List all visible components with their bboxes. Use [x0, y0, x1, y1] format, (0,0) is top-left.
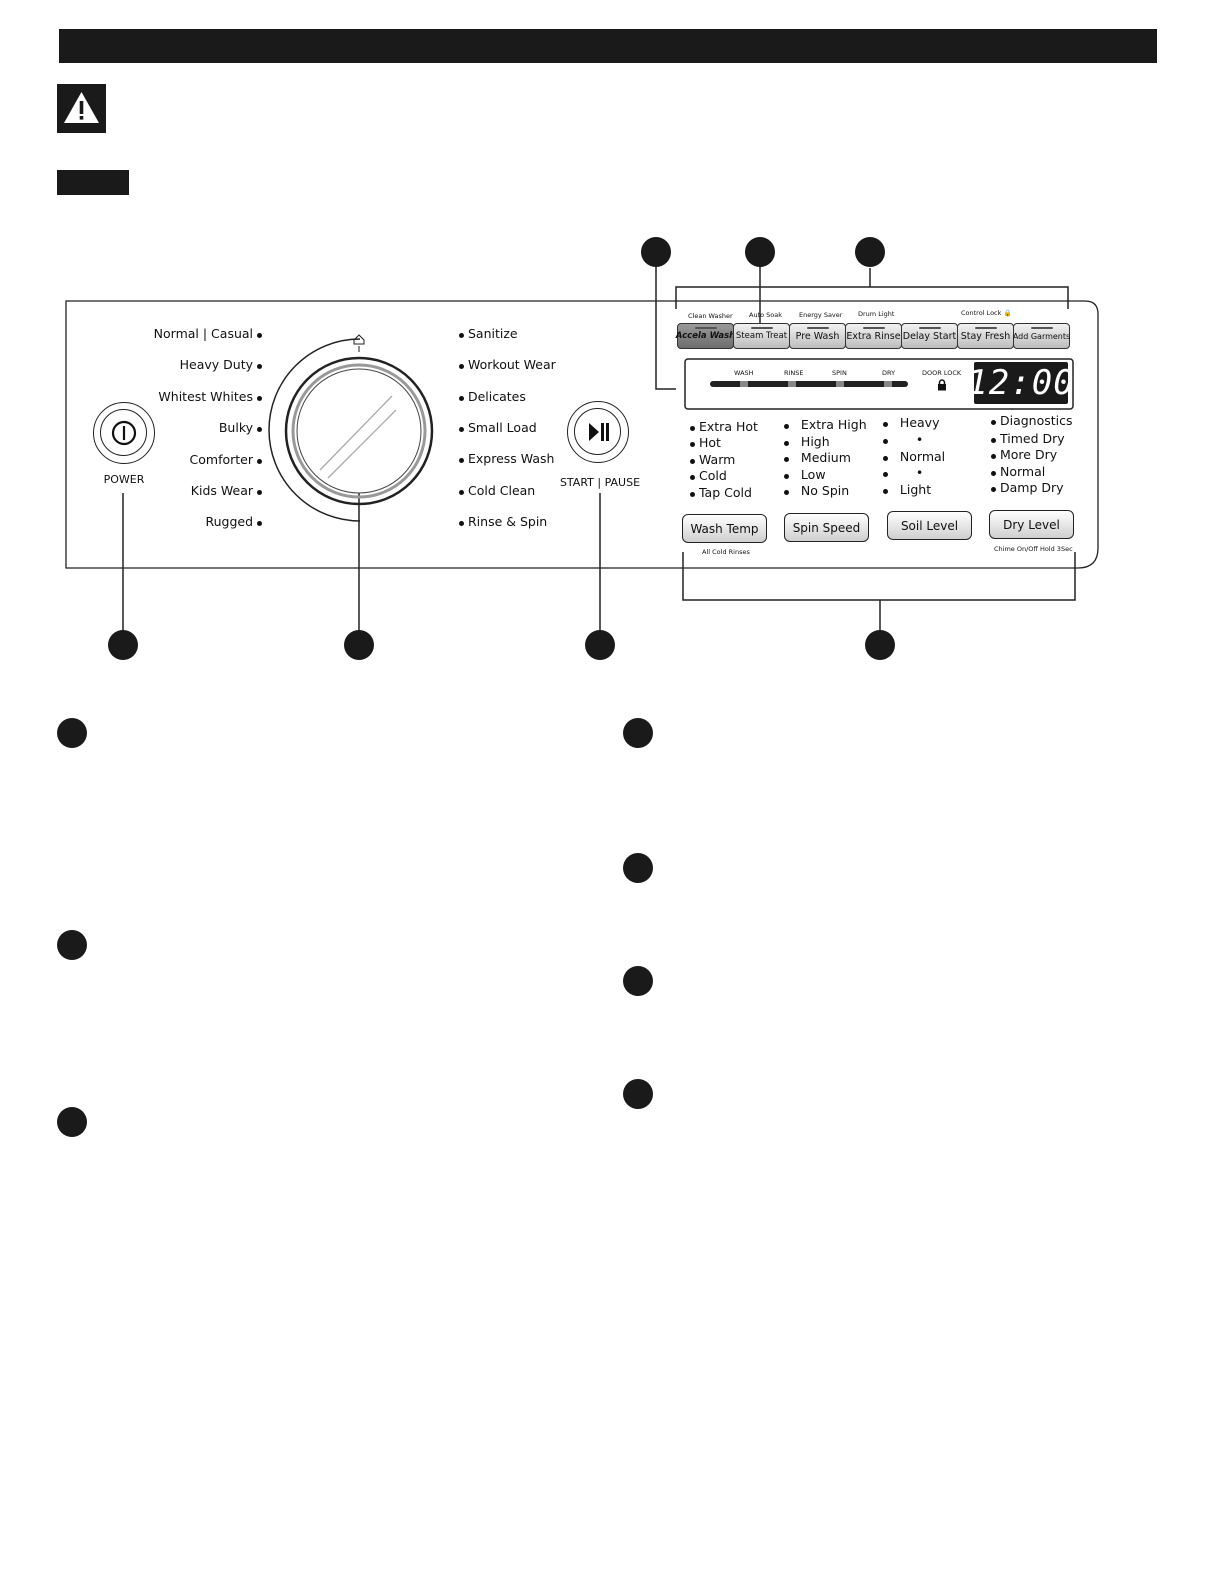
dry-level-button[interactable]: Dry Level: [989, 510, 1074, 539]
callout-circle: [344, 630, 374, 660]
play-pause-icon: [589, 423, 609, 441]
cycle-option[interactable]: Heavy Duty: [180, 358, 262, 372]
spin-speed-option: Extra High: [784, 418, 867, 432]
dry-level-option: Damp Dry: [991, 481, 1064, 495]
callout-circle: [855, 237, 885, 267]
callout-circle: [641, 237, 671, 267]
door-lock-label: DOOR LOCK: [922, 369, 962, 377]
note-tag: [57, 170, 129, 195]
door-lock-icon: [938, 379, 946, 391]
delay-start-button[interactable]: Delay Start: [901, 323, 958, 349]
cycle-option[interactable]: Kids Wear: [191, 484, 262, 498]
wash-temp-sublabel: All Cold Rinses: [702, 548, 750, 556]
callout-circle: [865, 630, 895, 660]
wash-temp-option: Tap Cold: [690, 486, 752, 500]
stage-progress-bar: [710, 381, 908, 387]
soil-level-button[interactable]: Soil Level: [887, 511, 972, 540]
spin-speed-button[interactable]: Spin Speed: [784, 513, 869, 542]
spin-speed-option: Low: [784, 468, 826, 482]
section-header-bar: [59, 29, 1157, 63]
stage-label-dry: DRY: [882, 369, 896, 377]
start-pause-inner: [574, 408, 621, 455]
callout-circle: [585, 630, 615, 660]
cycle-option[interactable]: Rinse & Spin: [459, 515, 547, 529]
soil-level-option: Normal: [883, 450, 945, 464]
callout-circle: [623, 853, 653, 883]
start-pause-label: START | PAUSE: [559, 476, 641, 489]
soil-level-option: •: [883, 433, 923, 447]
dry-level-option: Normal: [991, 465, 1045, 479]
cycle-option[interactable]: Normal | Casual: [154, 327, 262, 341]
pre-wash-button[interactable]: Pre Wash: [789, 323, 846, 349]
cycle-option[interactable]: Express Wash: [459, 452, 554, 466]
wash-temp-button[interactable]: Wash Temp: [682, 514, 767, 543]
callout-circle: [108, 630, 138, 660]
stage-marker: [884, 381, 892, 387]
soil-level-option: •: [883, 466, 923, 480]
spin-speed-option: Medium: [784, 451, 851, 465]
wash-temp-option: Warm: [690, 453, 735, 467]
dry-level-option: Diagnostics: [991, 414, 1073, 428]
callout-circle: [623, 1079, 653, 1109]
cycle-option[interactable]: Small Load: [459, 421, 537, 435]
steam-treat-button[interactable]: Steam Treat: [733, 323, 790, 349]
power-label: POWER: [103, 473, 145, 486]
dry-level-option: More Dry: [991, 448, 1057, 462]
cycle-option[interactable]: Delicates: [459, 390, 526, 404]
accela-wash-button[interactable]: Accela Wash: [676, 323, 735, 349]
cycle-option[interactable]: Cold Clean: [459, 484, 535, 498]
stage-marker: [740, 381, 748, 387]
option-sublabel: Energy Saver: [799, 311, 843, 319]
stage-label-spin: SPIN: [832, 369, 847, 377]
power-icon: [111, 420, 137, 446]
stay-fresh-button[interactable]: Stay Fresh: [957, 323, 1014, 349]
dry-level-sublabel: Chime On/Off Hold 3Sec: [994, 545, 1073, 553]
cycle-option[interactable]: Whitest Whites: [158, 390, 262, 404]
callout-circle: [57, 718, 87, 748]
wash-temp-option: Extra Hot: [690, 420, 758, 434]
cycle-option[interactable]: Comforter: [190, 453, 262, 467]
spin-speed-option: High: [784, 435, 830, 449]
cycle-selector-dial[interactable]: [268, 330, 453, 525]
start-pause-button[interactable]: [567, 401, 629, 463]
soil-level-option: Heavy: [883, 416, 939, 430]
cycle-option[interactable]: Rugged: [205, 515, 262, 529]
stage-label-rinse: RINSE: [784, 369, 804, 377]
time-display: 12:00: [967, 362, 1075, 404]
cycle-option[interactable]: Sanitize: [459, 327, 518, 341]
option-sublabel: Control Lock 🔒: [961, 309, 1012, 317]
option-sublabel: Clean Washer: [688, 312, 733, 320]
callout-circle: [623, 718, 653, 748]
option-sublabel: Drum Light: [858, 310, 895, 318]
soil-level-option: Light: [883, 483, 931, 497]
power-button-inner: [100, 409, 147, 456]
wash-temp-option: Cold: [690, 469, 727, 483]
callout-circle: [745, 237, 775, 267]
stage-marker: [788, 381, 796, 387]
cycle-option[interactable]: Workout Wear: [459, 358, 556, 372]
extra-rinse-button[interactable]: Extra Rinse: [845, 323, 902, 349]
power-button[interactable]: [93, 402, 155, 464]
option-sublabel: Auto Soak: [749, 311, 783, 319]
panel-outline: [65, 251, 1099, 632]
wash-temp-option: Hot: [690, 436, 721, 450]
warning-icon: [57, 84, 106, 133]
home-icon: [353, 334, 365, 345]
add-garments-button[interactable]: Add Garments: [1013, 323, 1070, 349]
cycle-option[interactable]: Bulky: [219, 421, 262, 435]
spin-speed-option: No Spin: [784, 484, 849, 498]
stage-label-wash: WASH: [734, 369, 754, 377]
callout-circle: [57, 930, 87, 960]
lock-icon: 🔒: [1003, 309, 1012, 317]
callout-circle: [623, 966, 653, 996]
callout-circle: [57, 1107, 87, 1137]
dry-level-option: Timed Dry: [991, 432, 1065, 446]
stage-marker: [836, 381, 844, 387]
